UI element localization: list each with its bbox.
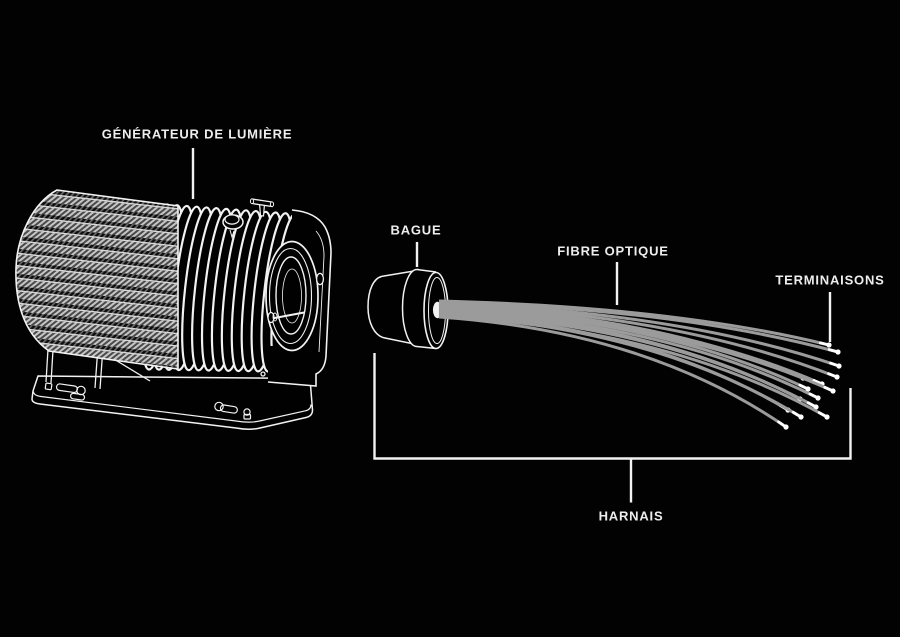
label-terminaisons: TERMINAISONS <box>775 272 885 288</box>
label-generateur-de-lumiere: GÉNÉRATEUR DE LUMIÈRE <box>101 126 293 142</box>
light-generator-illustration <box>15 189 332 430</box>
harness-bracket <box>373 353 852 460</box>
optical-fiber-strand <box>438 315 787 429</box>
fin-highlight <box>15 313 178 335</box>
fiber-termination-tip <box>835 349 841 355</box>
fiber-termination-tip <box>834 374 840 380</box>
top-port <box>222 214 244 239</box>
fin-band <box>15 203 178 232</box>
fin-highlight <box>15 251 178 274</box>
optical-fiber-strand <box>438 301 840 368</box>
ferrule-back-cylinder <box>367 270 415 345</box>
label-harnais: HARNAIS <box>598 508 664 524</box>
optical-fiber-strand <box>438 314 828 419</box>
fiber-termination-tip <box>815 395 821 401</box>
base-plate-slots <box>44 382 252 420</box>
fin-highlight <box>15 300 178 323</box>
fin-band <box>15 253 178 281</box>
label-fibre-optique: FIBRE OPTIQUE <box>557 243 669 259</box>
fiber-termination-tip <box>805 386 811 392</box>
fin-highlight <box>15 202 178 224</box>
fiber-termination-tip <box>826 342 832 348</box>
optical-fiber-strand <box>438 310 817 409</box>
finned-drum <box>15 189 179 370</box>
fin-band <box>15 228 178 256</box>
fin-band <box>15 240 178 269</box>
optical-fiber-strand <box>438 305 823 386</box>
fin-highlight <box>15 276 178 298</box>
fin-band <box>15 265 178 293</box>
fiber-termination-tip <box>783 424 789 430</box>
fin-band <box>15 277 178 306</box>
fiber-termination-tip <box>830 388 836 394</box>
fin-highlight <box>15 288 178 311</box>
fiber-termination-tip <box>798 414 804 420</box>
generator-base-plate <box>31 375 314 430</box>
fiber-termination-tip <box>824 414 830 420</box>
fin-band <box>15 302 178 330</box>
fin-band <box>15 314 178 343</box>
optical-fiber-strand <box>438 302 838 379</box>
t-screw <box>249 198 275 217</box>
fin-highlight <box>15 227 178 249</box>
callout-lines <box>191 148 852 503</box>
cap-side-tab <box>315 272 325 286</box>
fiber-group <box>432 299 842 430</box>
fiber-termination-tip <box>836 363 842 369</box>
fin-highlight <box>15 239 178 261</box>
fin-band <box>15 327 178 355</box>
label-bague: BAGUE <box>390 222 442 238</box>
fin-band <box>15 191 178 219</box>
fin-band <box>15 290 178 318</box>
generator-end-cap <box>265 209 332 387</box>
fin-highlight <box>15 337 178 360</box>
fin-highlight <box>16 190 178 212</box>
optical-fiber-strand <box>438 307 834 393</box>
fin-band <box>15 216 178 244</box>
fin-highlight <box>15 264 178 286</box>
fin-highlight <box>15 214 178 237</box>
fin-highlight <box>15 325 178 348</box>
optical-fiber-strand <box>438 300 839 354</box>
fiber-termination-tip <box>813 404 819 410</box>
